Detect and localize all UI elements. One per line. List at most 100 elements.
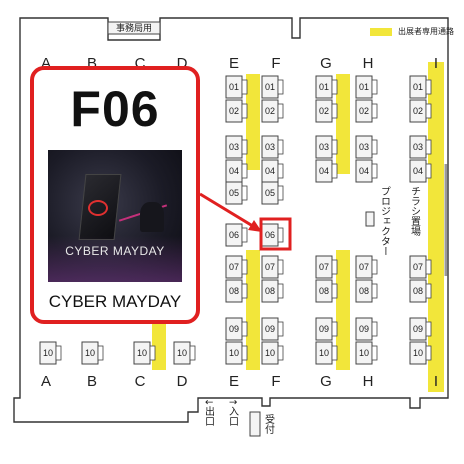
booth-number: 10	[413, 348, 423, 358]
booth-seat	[371, 79, 378, 95]
booth-F07[interactable]: 07	[261, 255, 284, 279]
booth-F03[interactable]: 03	[261, 135, 284, 159]
booth-number: 10	[265, 348, 275, 358]
booth-I01[interactable]: 01	[409, 75, 432, 99]
booth-seat	[241, 227, 248, 243]
booth-G08[interactable]: 08	[315, 279, 338, 303]
booth-F06[interactable]: 06	[261, 223, 284, 247]
booth-number: 04	[265, 166, 275, 176]
booth-seat	[331, 259, 338, 275]
booth-number: 09	[229, 324, 239, 334]
booth-G07[interactable]: 07	[315, 255, 338, 279]
booth-F10[interactable]: 10	[261, 341, 284, 365]
booth-seat	[277, 79, 284, 95]
projector-unit	[365, 211, 375, 227]
booth-G01[interactable]: 01	[315, 75, 338, 99]
booth-seat	[331, 139, 338, 155]
booth-H07[interactable]: 07	[355, 255, 378, 279]
booth-F01[interactable]: 01	[261, 75, 284, 99]
booth-seat	[277, 227, 284, 243]
booth-F09[interactable]: 09	[261, 317, 284, 341]
booth-E06[interactable]: 06	[225, 223, 248, 247]
booth-I03[interactable]: 03	[409, 135, 432, 159]
callout-arrowhead	[248, 220, 262, 232]
image-title: CYBER MAYDAY	[65, 244, 165, 258]
booth-E01[interactable]: 01	[225, 75, 248, 99]
booth-I10[interactable]: 10	[409, 341, 432, 365]
booth-H10[interactable]: 10	[355, 341, 378, 365]
svg-text:A: A	[41, 55, 51, 72]
booth-E05[interactable]: 05	[225, 181, 248, 205]
booth-number: 09	[359, 324, 369, 334]
booth-seat	[425, 103, 432, 119]
legend-label: 出展者専用通路	[398, 27, 454, 36]
booth-G10[interactable]: 10	[315, 341, 338, 365]
booth-F02[interactable]: 02	[261, 99, 284, 123]
svg-text:G: G	[320, 55, 332, 72]
svg-text:A: A	[41, 373, 51, 390]
booth-number: 05	[265, 188, 275, 198]
callout-card[interactable]: F06 CYBER MAYDAY CYBER MAYDAY	[30, 66, 200, 324]
booth-I09[interactable]: 09	[409, 317, 432, 341]
legend-swatch	[370, 28, 392, 36]
booth-I02[interactable]: 02	[409, 99, 432, 123]
booth-seat	[331, 283, 338, 299]
booth-H09[interactable]: 09	[355, 317, 378, 341]
reception-label: 受付	[263, 414, 275, 435]
booth-number: 01	[319, 82, 329, 92]
booth-E10[interactable]: 10	[225, 341, 248, 365]
booth-H03[interactable]: 03	[355, 135, 378, 159]
column-labels-bottom: A B C D E F G H I	[41, 373, 438, 390]
booth-number: 04	[229, 166, 239, 176]
projector-label: プロジェクター	[379, 186, 391, 256]
booth-number: 08	[359, 286, 369, 296]
circle-cut-image: CYBER MAYDAY	[48, 150, 182, 282]
booth-seat	[277, 103, 284, 119]
booth-number: 08	[265, 286, 275, 296]
booth-seat	[241, 283, 248, 299]
booth-H04[interactable]: 04	[355, 159, 378, 183]
svg-text:H: H	[363, 373, 374, 390]
aisle-i	[428, 62, 444, 392]
highlight-booth-f06[interactable]	[259, 217, 292, 251]
booth-C10[interactable]: 10	[133, 341, 156, 365]
booth-seat	[241, 321, 248, 337]
booth-F05[interactable]: 05	[261, 181, 284, 205]
booth-seat	[277, 139, 284, 155]
booth-A10[interactable]: 10	[39, 341, 62, 365]
booth-H01[interactable]: 01	[355, 75, 378, 99]
booth-E03[interactable]: 03	[225, 135, 248, 159]
booth-seat	[241, 259, 248, 275]
booth-H02[interactable]: 02	[355, 99, 378, 123]
booth-G03[interactable]: 03	[315, 135, 338, 159]
booth-H08[interactable]: 08	[355, 279, 378, 303]
booth-seat	[149, 345, 156, 361]
booth-I07[interactable]: 07	[409, 255, 432, 279]
booth-E08[interactable]: 08	[225, 279, 248, 303]
reception-desk	[249, 411, 261, 437]
booth-G09[interactable]: 09	[315, 317, 338, 341]
booth-I08[interactable]: 08	[409, 279, 432, 303]
svg-text:E: E	[229, 55, 239, 72]
booth-F04[interactable]: 04	[261, 159, 284, 183]
booth-B10[interactable]: 10	[81, 341, 104, 365]
booth-code: F06	[70, 81, 160, 137]
booth-grid: 0102030405060708091001020304050607080910…	[39, 75, 432, 365]
booth-F08[interactable]: 08	[261, 279, 284, 303]
booth-E02[interactable]: 02	[225, 99, 248, 123]
red-ring-shape	[88, 200, 108, 216]
booth-G02[interactable]: 02	[315, 99, 338, 123]
booth-E09[interactable]: 09	[225, 317, 248, 341]
booth-seat	[331, 345, 338, 361]
aisle-ef-top	[246, 74, 260, 170]
booth-E07[interactable]: 07	[225, 255, 248, 279]
booth-E04[interactable]: 04	[225, 159, 248, 183]
booth-D10[interactable]: 10	[173, 341, 196, 365]
booth-number: 02	[413, 106, 423, 116]
booth-G04[interactable]: 04	[315, 159, 338, 183]
booth-seat	[331, 103, 338, 119]
booth-I04[interactable]: 04	[409, 159, 432, 183]
booth-number: 08	[319, 286, 329, 296]
booth-number: 04	[413, 166, 423, 176]
